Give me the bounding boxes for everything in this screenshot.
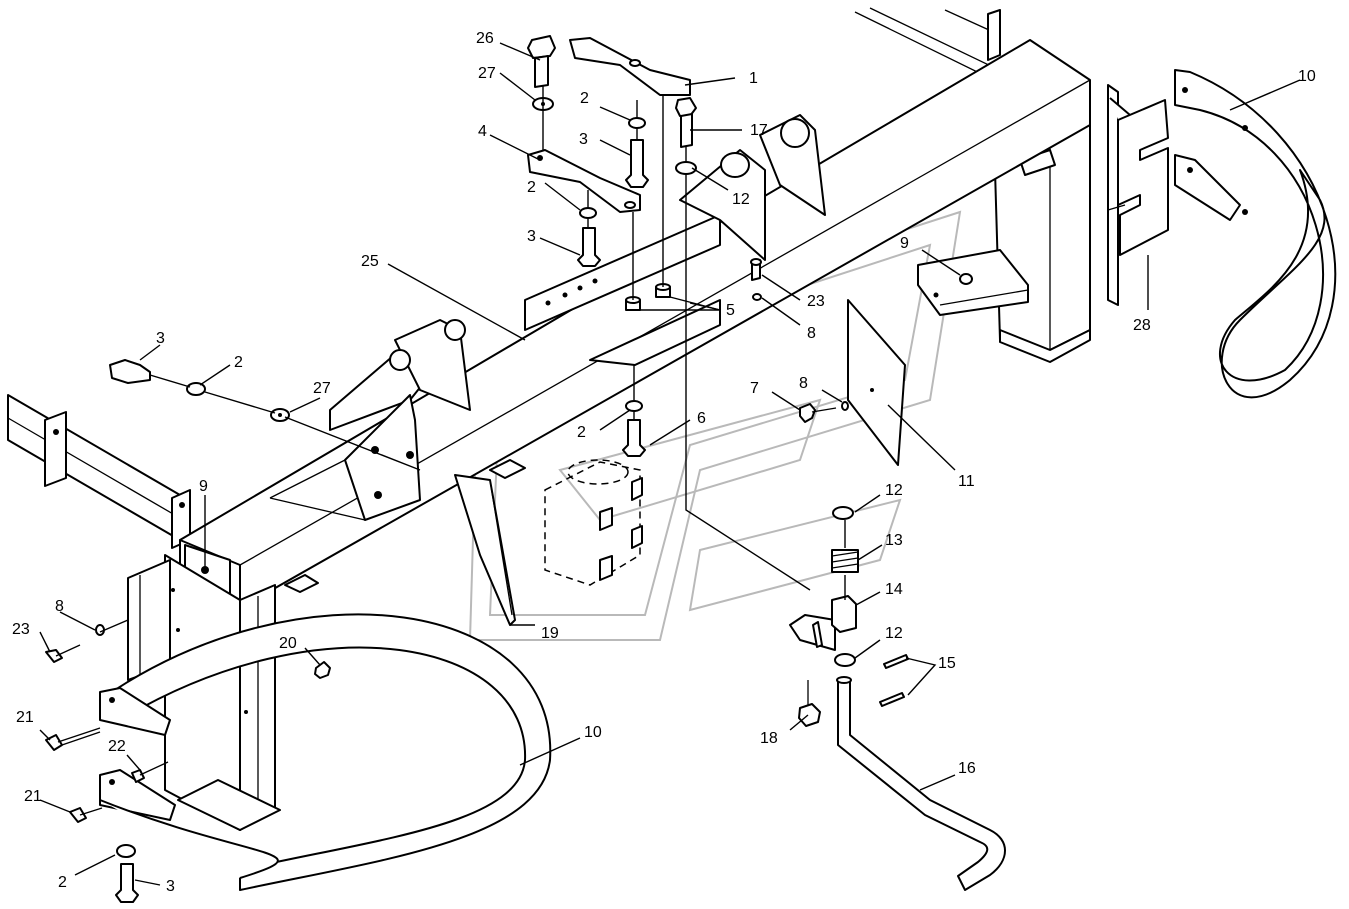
callout-2: 2 — [234, 354, 243, 371]
callout-20: 20 — [279, 635, 297, 652]
callout-19: 19 — [541, 625, 559, 642]
callout-1: 1 — [749, 70, 758, 87]
callout-2: 2 — [527, 179, 536, 196]
assembly-lines — [61, 85, 846, 746]
hidden-housing — [544, 459, 643, 586]
callout-18: 18 — [760, 730, 778, 747]
front-mount-plate — [269, 394, 421, 521]
callout-25: 25 — [361, 253, 379, 270]
left-rail — [7, 394, 191, 549]
callout-labels: 1 2 2 2 2 2 3 3 3 3 4 5 6 7 8 8 8 9 9 10… — [12, 30, 1316, 895]
baffle-19 — [454, 474, 516, 626]
callout-4: 4 — [478, 123, 487, 140]
callout-12: 12 — [885, 625, 903, 642]
callout-11: 11 — [958, 473, 975, 490]
callout-28: 28 — [1133, 317, 1151, 334]
callout-7: 7 — [750, 380, 759, 397]
callout-10: 10 — [584, 724, 602, 741]
callout-leaders — [39, 42, 1301, 886]
callout-2: 2 — [58, 874, 67, 891]
callout-2: 2 — [577, 424, 586, 441]
callout-27: 27 — [478, 65, 496, 82]
callout-8: 8 — [799, 375, 808, 392]
callout-5: 5 — [726, 302, 735, 319]
lever-rod-16 — [836, 676, 1006, 891]
callout-21: 21 — [16, 709, 34, 726]
callout-17: 17 — [750, 122, 768, 139]
callout-2: 2 — [580, 90, 589, 107]
callout-15: 15 — [938, 655, 956, 672]
bracket-plate-28 — [1107, 99, 1169, 256]
spring-bracket — [789, 595, 857, 651]
callout-22: 22 — [108, 738, 126, 755]
callout-3: 3 — [579, 131, 588, 148]
callout-16: 16 — [958, 760, 976, 777]
callout-12: 12 — [885, 482, 903, 499]
beam-mount-plates — [284, 214, 721, 593]
callout-27: 27 — [313, 380, 331, 397]
callout-14: 14 — [885, 581, 903, 598]
lower-pipe-right — [1174, 69, 1337, 399]
callout-9: 9 — [199, 478, 208, 495]
pivot-brackets — [329, 114, 826, 431]
callout-8: 8 — [55, 598, 64, 615]
callout-3: 3 — [166, 878, 175, 895]
callout-8: 8 — [807, 325, 816, 342]
callout-26: 26 — [476, 30, 494, 47]
callout-3: 3 — [156, 330, 165, 347]
callout-23: 23 — [12, 621, 30, 638]
lower-pipe-left — [99, 613, 552, 891]
callout-23: 23 — [807, 293, 825, 310]
callout-9: 9 — [900, 235, 909, 252]
callout-6: 6 — [697, 410, 706, 427]
callout-21: 21 — [24, 788, 42, 805]
callout-12: 12 — [732, 191, 750, 208]
hardware — [45, 35, 973, 903]
flap-11 — [847, 299, 906, 466]
callout-3: 3 — [527, 228, 536, 245]
callout-10: 10 — [1298, 68, 1316, 85]
callout-13: 13 — [885, 532, 903, 549]
